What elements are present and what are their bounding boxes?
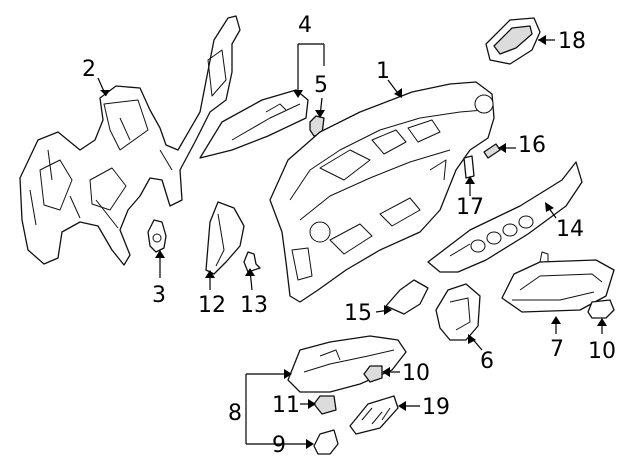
callout-8: 8 <box>228 401 242 426</box>
part-3-bracket <box>147 219 167 253</box>
part-10-clip-right <box>587 299 615 319</box>
part-9-cover <box>313 429 339 455</box>
callout-4: 4 <box>298 13 312 38</box>
part-15-bracket <box>385 279 429 315</box>
callout-16: 16 <box>518 133 546 158</box>
part-18-switch-module <box>485 17 541 65</box>
part-16-plug <box>483 143 501 159</box>
callout-6: 6 <box>480 349 494 374</box>
part-6-duct <box>435 283 481 341</box>
part-8-lower-console <box>287 335 407 393</box>
callout-15: 15 <box>344 301 372 326</box>
callout-7: 7 <box>550 337 564 362</box>
leader-arrowheads <box>100 35 607 449</box>
callout-11: 11 <box>272 393 300 418</box>
callout-3: 3 <box>152 283 166 308</box>
callout-labels: 1 2 3 4 5 6 7 8 9 10 10 11 12 13 14 15 1… <box>82 13 616 458</box>
part-19-switch-panel <box>349 395 399 435</box>
callout-14: 14 <box>556 217 584 242</box>
part-17-clip <box>463 155 475 179</box>
callout-1: 1 <box>376 59 390 84</box>
callout-19: 19 <box>422 395 450 420</box>
part-13-clip <box>243 251 261 273</box>
part-11-switch <box>313 395 337 415</box>
callout-13: 13 <box>240 293 268 318</box>
callout-18: 18 <box>558 29 586 54</box>
callout-2: 2 <box>82 57 96 82</box>
callout-5: 5 <box>314 73 328 98</box>
part-2-support-frame <box>19 15 241 266</box>
part-12-side-panel <box>205 201 245 275</box>
part-1-instrument-panel <box>269 81 495 303</box>
callout-9: 9 <box>272 433 286 458</box>
part-7-console <box>501 251 615 313</box>
part-4-trim-panel <box>199 89 309 159</box>
callout-10-lower: 10 <box>402 361 430 386</box>
callout-10-right: 10 <box>588 339 616 364</box>
part-14-trim-strip <box>427 161 583 273</box>
callout-12: 12 <box>198 293 226 318</box>
callout-17: 17 <box>456 195 484 220</box>
